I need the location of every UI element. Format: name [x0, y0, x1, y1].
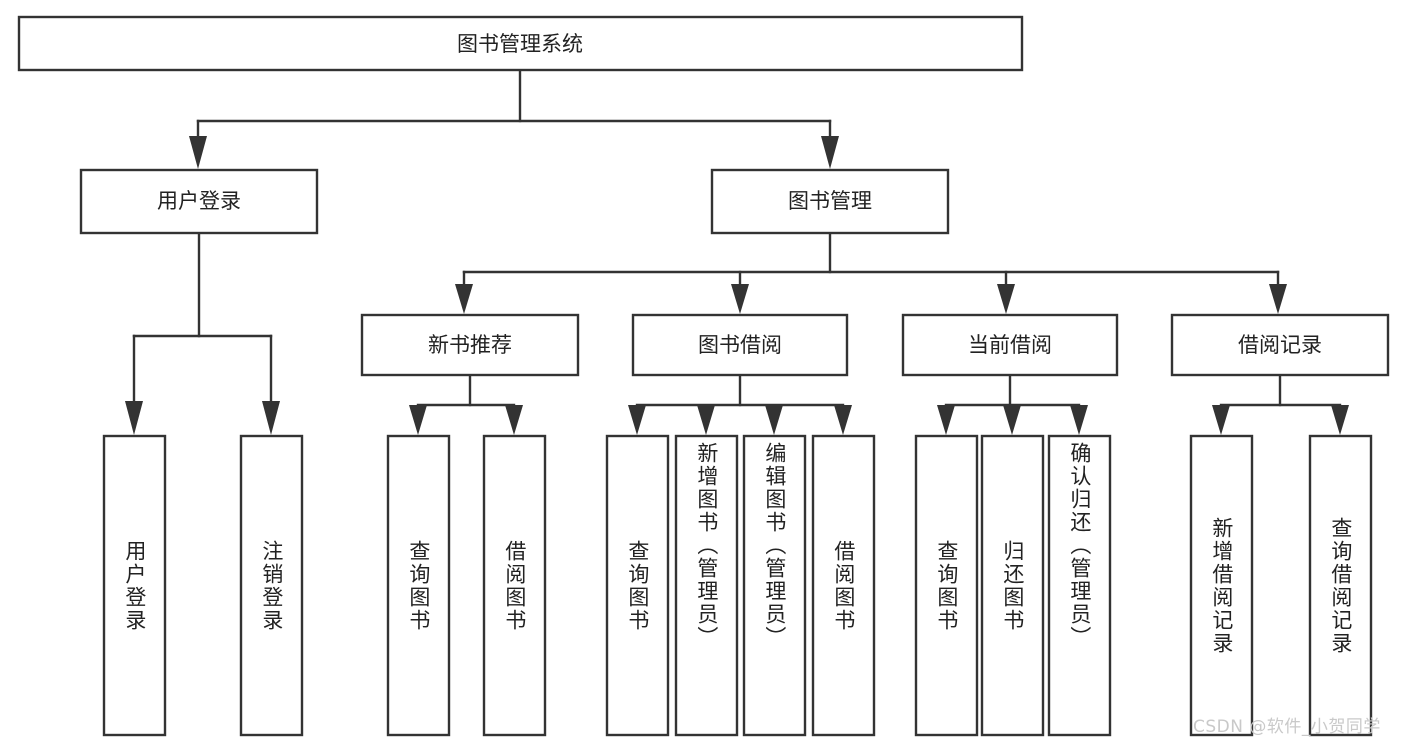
- node-borrow-record[interactable]: 借阅记录: [1170, 313, 1390, 377]
- node-current-borrow-label: 当前借阅: [968, 333, 1052, 357]
- arrow-head-book-borrow: [731, 284, 749, 314]
- node-leaf-11-box[interactable]: [1047, 434, 1112, 737]
- node-leaf-2-box[interactable]: [239, 434, 304, 737]
- node-leaf-1-box[interactable]: [102, 434, 167, 737]
- arrow-head-new-book-rec: [455, 284, 473, 314]
- leaf-box-group: [102, 434, 1373, 737]
- node-user-login-box[interactable]: [79, 168, 319, 235]
- node-book-borrow[interactable]: 图书借阅: [631, 313, 849, 377]
- node-current-borrow-box[interactable]: [901, 313, 1119, 377]
- arrow-head-leaf-13: [1331, 405, 1349, 435]
- node-book-borrow-box[interactable]: [631, 313, 849, 377]
- node-leaf-6-box[interactable]: [674, 434, 739, 737]
- arrow-head-leaf-6: [697, 405, 715, 435]
- arrow-head-leaf-9: [937, 405, 955, 435]
- arrow-head-leaf-8: [834, 405, 852, 435]
- connector-group-book-borrow-to-leaves: [628, 373, 852, 435]
- node-leaf-7-box[interactable]: [742, 434, 807, 737]
- node-root-box[interactable]: [17, 15, 1024, 72]
- arrow-head-borrow-record: [1269, 284, 1287, 314]
- node-leaf-9-box[interactable]: [914, 434, 979, 737]
- node-leaf-13-box[interactable]: [1308, 434, 1373, 737]
- node-leaf-12-box[interactable]: [1189, 434, 1254, 737]
- node-book-manage[interactable]: 图书管理: [710, 168, 950, 235]
- arrow-head-leaf-2: [262, 401, 280, 435]
- node-borrow-record-label: 借阅记录: [1238, 333, 1322, 357]
- node-leaf-10-box[interactable]: [980, 434, 1045, 737]
- arrow-head-leaf-4: [505, 405, 523, 435]
- node-borrow-record-box[interactable]: [1170, 313, 1390, 377]
- connector-group-root-to-level2: [189, 68, 839, 169]
- node-leaf-3-box[interactable]: [386, 434, 451, 737]
- arrow-head-book-manage: [821, 136, 839, 169]
- connector-group-current-borrow-to-leaves: [937, 373, 1088, 435]
- node-user-login-label: 用户登录: [157, 189, 241, 213]
- csdn-watermark: CSDN @软件_小贺同学: [1193, 717, 1381, 737]
- connector-group-user-login-to-leaves: [125, 231, 280, 435]
- node-book-manage-box[interactable]: [710, 168, 950, 235]
- node-leaf-8-box[interactable]: [811, 434, 876, 737]
- node-new-book-rec-box[interactable]: [360, 313, 580, 377]
- connector-group-new-book-rec-to-leaves: [409, 373, 523, 435]
- arrow-head-current-borrow: [997, 284, 1015, 314]
- arrow-head-leaf-12: [1212, 405, 1230, 435]
- connector-group-book-manage-to-level3: [455, 231, 1287, 314]
- node-book-borrow-label: 图书借阅: [698, 333, 782, 357]
- arrow-head-user-login: [189, 136, 207, 169]
- arrow-head-leaf-10: [1003, 405, 1021, 435]
- arrow-head-leaf-5: [628, 405, 646, 435]
- node-root[interactable]: 图书管理系统: [17, 15, 1024, 72]
- node-book-manage-label: 图书管理: [788, 189, 872, 213]
- arrow-head-leaf-11: [1070, 405, 1088, 435]
- arrow-head-leaf-1: [125, 401, 143, 435]
- node-root-label: 图书管理系统: [457, 32, 583, 56]
- node-leaf-4-box[interactable]: [482, 434, 547, 737]
- arrow-head-leaf-7: [765, 405, 783, 435]
- node-leaf-5-box[interactable]: [605, 434, 670, 737]
- node-current-borrow[interactable]: 当前借阅: [901, 313, 1119, 377]
- connector-group-borrow-record-to-leaves: [1212, 373, 1349, 435]
- node-new-book-rec-label: 新书推荐: [428, 333, 512, 357]
- node-user-login[interactable]: 用户登录: [79, 168, 319, 235]
- node-new-book-rec[interactable]: 新书推荐: [360, 313, 580, 377]
- arrow-head-leaf-3: [409, 405, 427, 435]
